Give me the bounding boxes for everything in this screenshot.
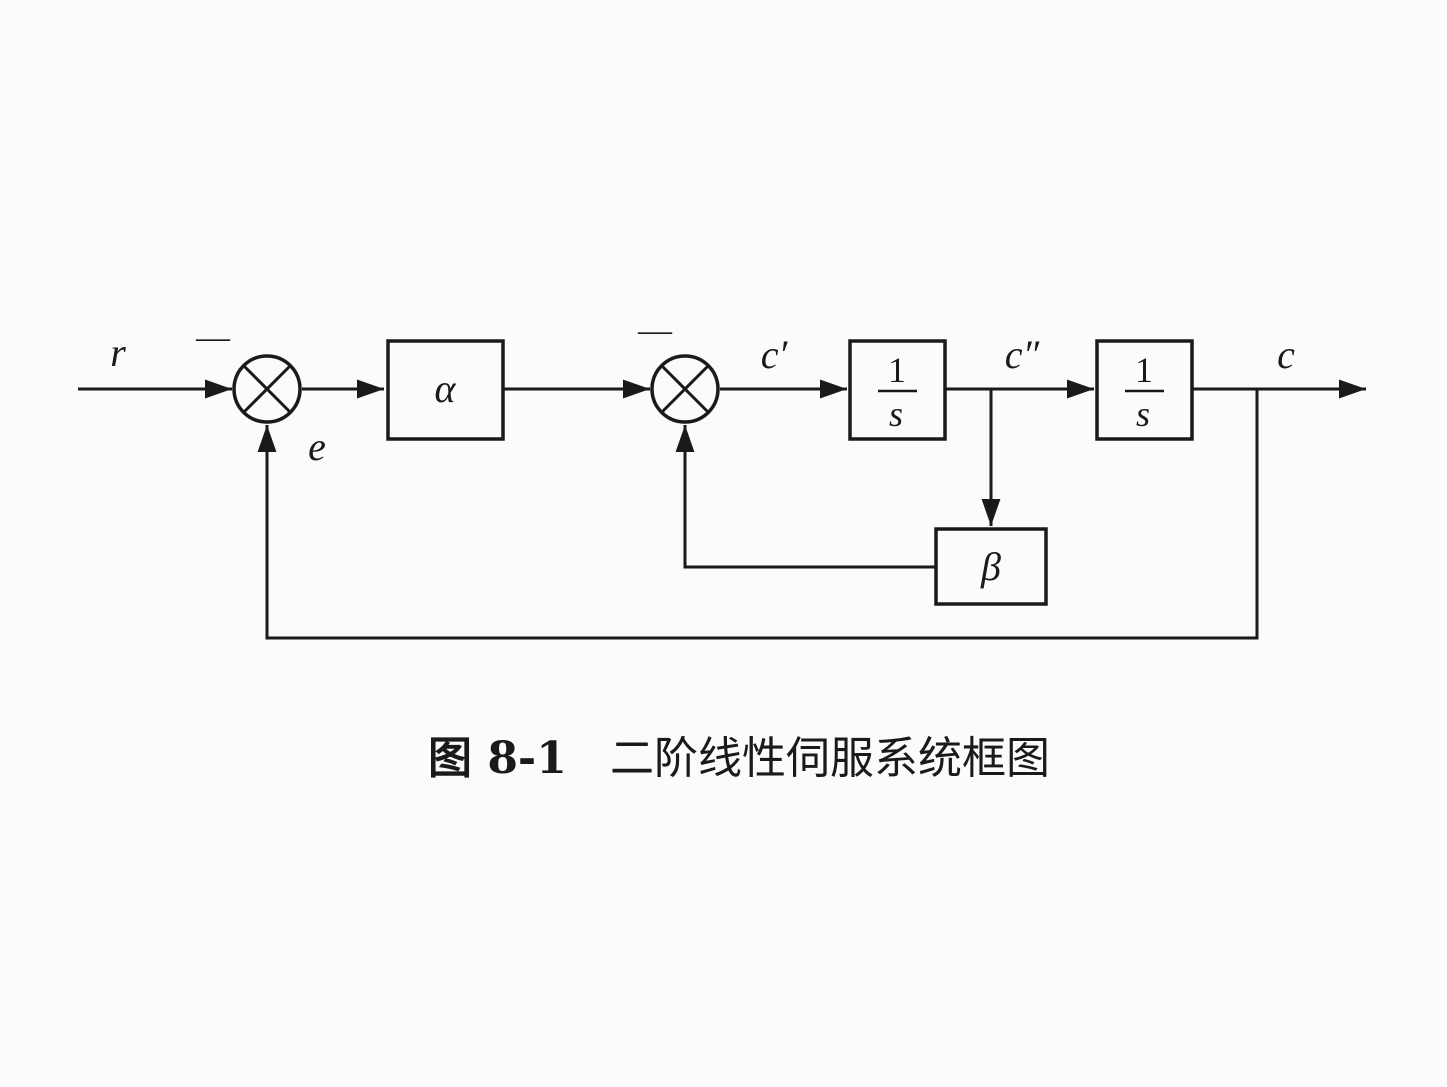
beta-block	[934, 527, 1048, 606]
integrator-1-numerator: 1	[888, 350, 906, 390]
figure-number: 图 8-1	[428, 733, 567, 784]
sum1-minus-sign: —	[195, 319, 231, 356]
alpha-block	[386, 339, 505, 441]
summing-junction-2	[650, 354, 720, 424]
integrator-1-denominator: s	[889, 394, 903, 434]
velocity-signal-label: c′	[761, 332, 789, 377]
figure-title: 二阶线性伺服系统框图	[610, 733, 1050, 784]
integrator-2-denominator: s	[1136, 394, 1150, 434]
output-signal-label: c	[1277, 332, 1295, 377]
integrator-2-numerator: 1	[1135, 350, 1153, 390]
integrator-block-1	[848, 339, 947, 441]
integrator-block-2	[1095, 339, 1194, 441]
outer-feedback-arrow	[257, 389, 1259, 640]
input-signal-label: r	[110, 330, 126, 375]
error-signal-label: e	[308, 424, 326, 469]
acceleration-signal-label: c″	[1005, 332, 1041, 377]
sum2-minus-sign: —	[637, 312, 673, 349]
summing-junction-1	[232, 354, 302, 424]
beta-feedback-arrow	[675, 425, 935, 569]
alpha-label: α	[435, 366, 457, 411]
beta-label: β	[980, 544, 1001, 589]
